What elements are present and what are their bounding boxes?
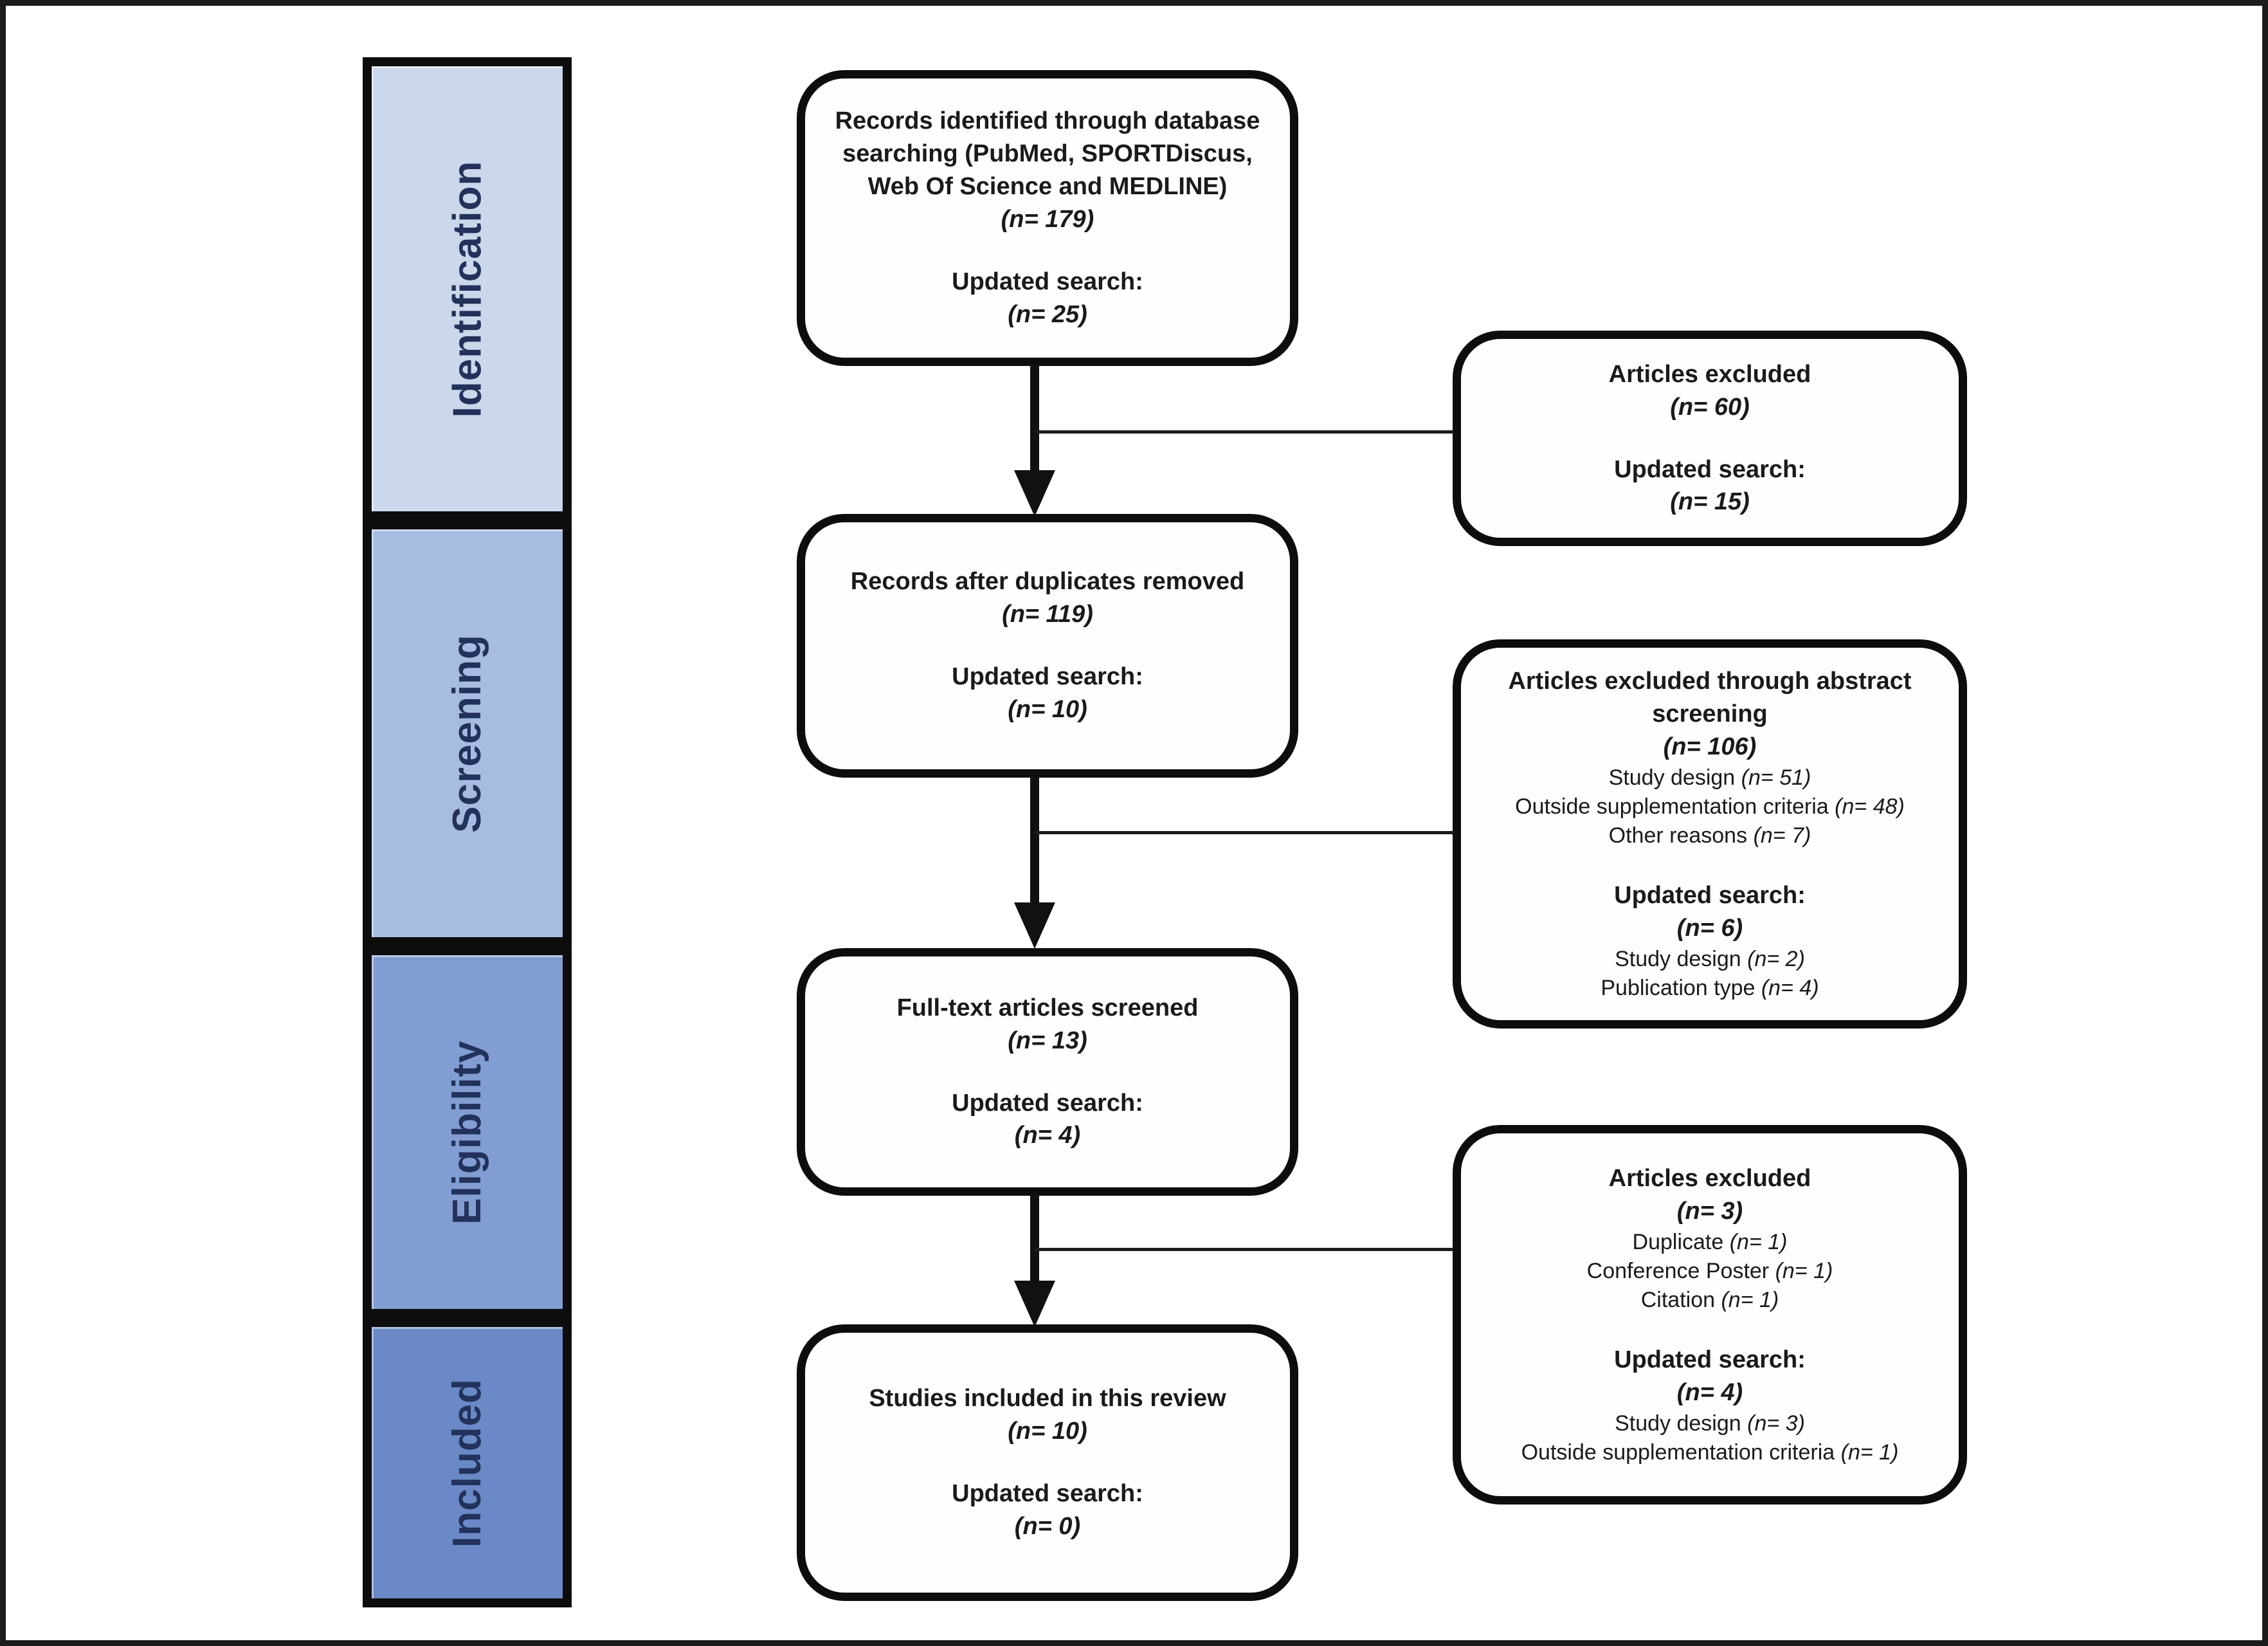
box-line: Duplicate (n= 1): [1632, 1229, 1788, 1254]
box-line: Conference Poster (n= 1): [1586, 1258, 1833, 1283]
box-line: (n= 10): [1008, 695, 1087, 723]
flow-box-full-text-screened: Full-text articles screened (n= 13) Updat…: [797, 948, 1298, 1196]
exclusion-box-1: Articles excluded (n= 60) Updated search:…: [1453, 331, 1967, 546]
box-line: Updated search:: [1614, 1346, 1806, 1374]
box-line: Records identified through database sear…: [835, 107, 1260, 201]
connector-line-3: [1035, 1248, 1454, 1251]
box-line: [824, 236, 1271, 266]
box-line: (n= 106): [1663, 733, 1757, 760]
box-line: (n= 13): [1008, 1027, 1087, 1054]
box-line: [1480, 850, 1939, 879]
box-line: (n= 10): [1008, 1418, 1087, 1445]
box-line: (n= 4): [1676, 1379, 1743, 1407]
phase-label-eligibility: Eligibility: [445, 1039, 489, 1225]
box-line: (n= 60): [1670, 393, 1750, 421]
box-line: Records after duplicates removed: [850, 568, 1245, 596]
phase-band-identification: Identification: [363, 57, 572, 520]
arrow-down-1-head: [1014, 470, 1055, 517]
box-line: Outside supplementation criteria (n= 1): [1521, 1440, 1899, 1465]
phase-label-identification: Identification: [445, 160, 489, 417]
box-line: Study design (n= 2): [1615, 947, 1805, 972]
box-line: Updated search:: [952, 268, 1143, 295]
box-line: [1480, 424, 1939, 453]
box-line: (n= 6): [1676, 915, 1743, 942]
box-line: [824, 1448, 1271, 1477]
box-line: [824, 1057, 1271, 1087]
box-line: Other reasons (n= 7): [1608, 823, 1811, 848]
arrow-down-2-head: [1014, 902, 1055, 949]
arrow-down-3: [1030, 1194, 1039, 1283]
box-line: [824, 631, 1271, 661]
box-line: Publication type (n= 4): [1601, 976, 1819, 1001]
exclusion-box-abstract-screening: Articles excluded through abstract scree…: [1453, 639, 1967, 1029]
box-line: Study design (n= 3): [1615, 1411, 1805, 1436]
box-line: (n= 0): [1014, 1512, 1081, 1540]
box-line: Articles excluded: [1608, 360, 1811, 388]
box-line: Updated search:: [952, 663, 1143, 690]
arrow-down-2: [1030, 776, 1039, 905]
connector-line-2: [1035, 831, 1454, 834]
box-line: Articles excluded: [1608, 1165, 1811, 1192]
box-line: (n= 3): [1676, 1197, 1743, 1225]
box-line: Citation (n= 1): [1640, 1287, 1779, 1312]
phase-band-screening: Screening: [363, 520, 572, 946]
box-line: Study design (n= 51): [1608, 765, 1811, 790]
flow-box-records-identified: Records identified through database sear…: [797, 70, 1298, 366]
box-line: (n= 25): [1008, 300, 1087, 328]
exclusion-box-3: Articles excluded (n= 3) Duplicate (n= 1) C…: [1453, 1125, 1967, 1504]
box-line: (n= 4): [1014, 1122, 1081, 1149]
box-line: Updated search:: [1614, 455, 1806, 483]
box-line: Outside supplementation criteria (n= 48): [1515, 794, 1905, 819]
box-line: Updated search:: [952, 1089, 1143, 1117]
flow-box-records-after-duplicates: Records after duplicates removed (n= 119)…: [797, 514, 1298, 778]
phase-label-screening: Screening: [445, 634, 489, 833]
box-line: Full-text articles screened: [896, 994, 1199, 1021]
arrow-down-1: [1030, 365, 1039, 473]
box-line: (n= 119): [1002, 601, 1093, 628]
phase-label-included: Included: [445, 1378, 489, 1548]
arrow-down-3-head: [1014, 1281, 1055, 1327]
connector-line-1: [1035, 430, 1454, 434]
box-line: Updated search:: [1614, 882, 1806, 910]
flow-box-studies-included: Studies included in this review (n= 10) U…: [797, 1324, 1298, 1601]
box-line: Updated search:: [952, 1480, 1143, 1507]
phase-band-eligibility: Eligibility: [363, 946, 572, 1318]
box-line: Studies included in this review: [869, 1385, 1226, 1413]
box-line: Articles excluded through abstract scree…: [1508, 668, 1912, 727]
box-line: (n= 15): [1670, 488, 1750, 516]
box-line: [1480, 1314, 1939, 1344]
box-line: (n= 179): [1001, 206, 1094, 233]
phase-band-included: Included: [363, 1318, 572, 1607]
